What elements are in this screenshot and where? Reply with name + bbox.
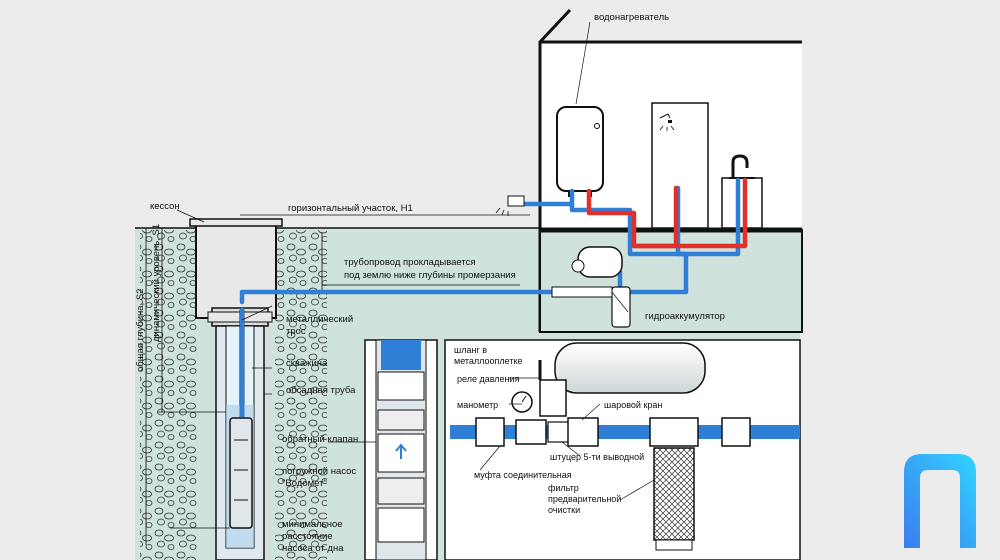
submersible-pump bbox=[229, 417, 253, 529]
label-pipeline-line1: трубопровод прокладывается bbox=[344, 257, 476, 268]
label-pump-line1: погружной насос bbox=[282, 466, 356, 477]
label-metal-cable-line1: металлический bbox=[286, 314, 353, 325]
label-fitting-5way: штуцер 5-ти выводной bbox=[550, 452, 644, 462]
label-pump-line2: "Водомет" bbox=[282, 478, 327, 489]
hot-water-pipes bbox=[586, 177, 748, 249]
label-check-valve: обратный клапан bbox=[282, 434, 358, 445]
hydro-accumulator-small bbox=[551, 246, 631, 328]
label-horizontal-section: горизонтальный участок, H1 bbox=[288, 203, 413, 214]
sink bbox=[721, 154, 763, 229]
label-total-depth: общая глубина, S2 bbox=[135, 289, 146, 372]
inset-equipment bbox=[444, 339, 801, 560]
outdoor-tap bbox=[495, 195, 525, 216]
water-heater bbox=[556, 106, 604, 197]
caisson bbox=[189, 218, 283, 327]
arch-logo bbox=[904, 454, 976, 548]
label-dynamic-level: динамический уровень, S1 bbox=[151, 224, 162, 342]
label-casing-pipe: обсадная труба bbox=[286, 385, 356, 396]
label-hose-line2: металлооплетке bbox=[454, 356, 523, 366]
label-min-distance-line2: расстояние bbox=[282, 531, 333, 542]
label-manometer: манометр bbox=[457, 400, 498, 410]
label-filter-line2: предварительной bbox=[548, 494, 621, 504]
label-filter-line3: очистки bbox=[548, 505, 580, 515]
label-caisson: кессон bbox=[150, 201, 180, 212]
label-hose-line1: шланг в bbox=[454, 345, 487, 355]
inset-check-valve bbox=[364, 339, 438, 560]
dimension-lines bbox=[140, 214, 530, 545]
cold-water-pipes bbox=[239, 177, 741, 418]
label-hydro-accumulator: гидроаккумулятор bbox=[645, 311, 725, 322]
label-min-distance-line1: минимальное bbox=[282, 519, 343, 530]
label-pressure-relay: реле давления bbox=[457, 374, 520, 384]
label-metal-cable-line2: трос bbox=[286, 326, 306, 337]
label-well: скважина bbox=[286, 358, 328, 369]
label-ball-valve: шаровой кран bbox=[604, 400, 662, 410]
label-filter-line1: фильтр bbox=[548, 483, 579, 493]
label-water-heater: водонагреватель bbox=[594, 12, 669, 23]
label-min-distance-line3: насоса от дна bbox=[282, 543, 344, 554]
leader-lines bbox=[176, 21, 655, 501]
label-coupling: муфта соединительная bbox=[474, 470, 572, 480]
label-pipeline-line2: под землю ниже глубины промерзания bbox=[344, 270, 516, 281]
